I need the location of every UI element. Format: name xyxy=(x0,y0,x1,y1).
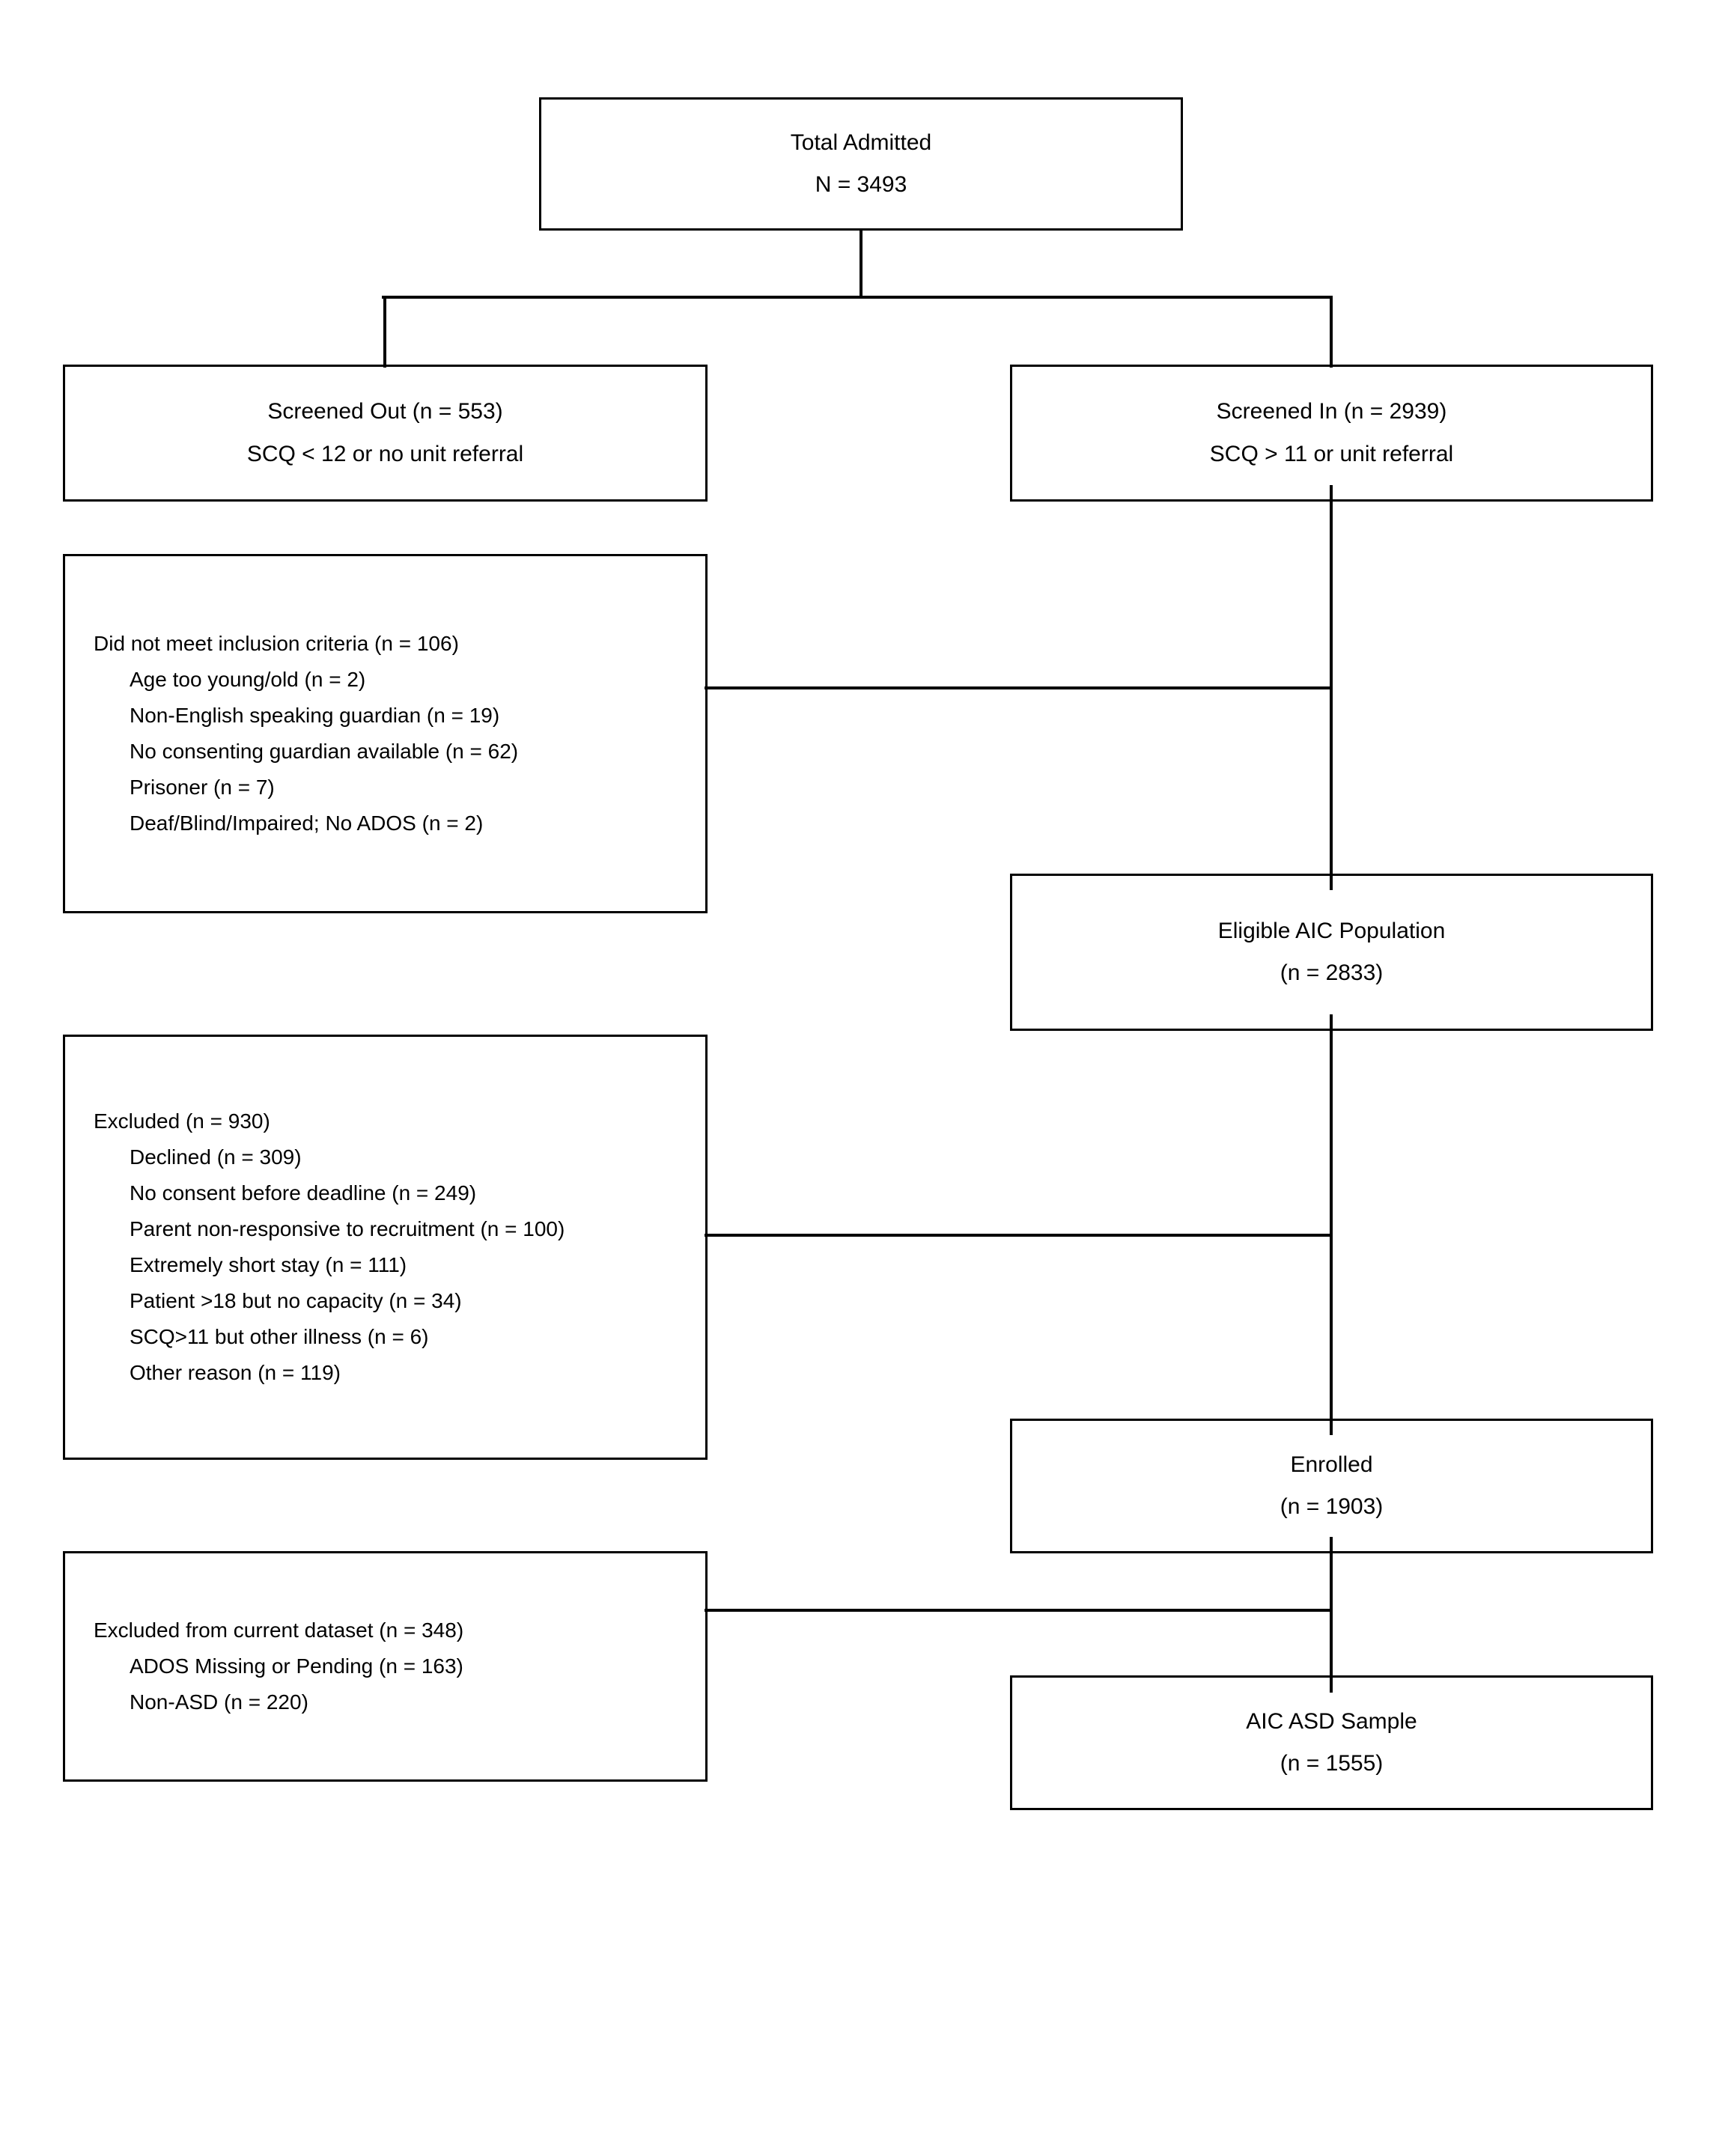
connector-drop-screened-in xyxy=(1330,296,1333,368)
did-not-meet-title: Did not meet inclusion criteria (n = 106… xyxy=(94,632,459,655)
screened-out-criteria: SCQ < 12 or no unit referral xyxy=(246,441,524,466)
connector-eligible-to-enrolled xyxy=(1330,1014,1333,1435)
aic-sample-count: (n = 1555) xyxy=(1280,1751,1384,1776)
did-not-meet-item: Age too young/old (n = 2) xyxy=(130,668,366,691)
excluded-item: Other reason (n = 119) xyxy=(130,1361,341,1384)
excluded-box: Excluded (n = 930) Declined (n = 309) No… xyxy=(63,1035,708,1460)
enrolled-box: Enrolled (n = 1903) xyxy=(1010,1419,1653,1553)
total-admitted-label: Total Admitted xyxy=(790,130,932,155)
excluded-current-item: Non-ASD (n = 220) xyxy=(130,1690,308,1714)
connector-split-horizontal xyxy=(382,296,1333,299)
excluded-current-title: Excluded from current dataset (n = 348) xyxy=(94,1618,464,1642)
aic-asd-sample-box: AIC ASD Sample (n = 1555) xyxy=(1010,1675,1653,1810)
screened-out-label: Screened Out (n = 553) xyxy=(267,399,503,424)
excluded-title: Excluded (n = 930) xyxy=(94,1109,270,1133)
connector-total-to-split xyxy=(860,229,862,299)
eligible-count: (n = 2833) xyxy=(1280,960,1384,985)
screened-in-box: Screened In (n = 2939) SCQ > 11 or unit … xyxy=(1010,365,1653,502)
did-not-meet-item: Non-English speaking guardian (n = 19) xyxy=(130,704,500,727)
excluded-item: SCQ>11 but other illness (n = 6) xyxy=(130,1325,429,1348)
did-not-meet-item: No consenting guardian available (n = 62… xyxy=(130,740,519,763)
eligible-label: Eligible AIC Population xyxy=(1217,918,1446,943)
enrolled-count: (n = 1903) xyxy=(1280,1494,1384,1519)
screened-in-label: Screened In (n = 2939) xyxy=(1216,399,1447,424)
screened-out-box: Screened Out (n = 553) SCQ < 12 or no un… xyxy=(63,365,708,502)
excluded-item: No consent before deadline (n = 249) xyxy=(130,1181,477,1205)
total-admitted-box: Total Admitted N = 3493 xyxy=(539,97,1183,231)
connector-excluded-current-branch xyxy=(705,1609,1333,1612)
excluded-current-dataset-box: Excluded from current dataset (n = 348) … xyxy=(63,1551,708,1782)
connector-excluded-branch xyxy=(705,1234,1333,1237)
aic-sample-label: AIC ASD Sample xyxy=(1246,1708,1417,1734)
excluded-current-item: ADOS Missing or Pending (n = 163) xyxy=(130,1654,463,1678)
did-not-meet-item: Deaf/Blind/Impaired; No ADOS (n = 2) xyxy=(130,811,484,835)
excluded-item: Extremely short stay (n = 111) xyxy=(130,1253,407,1276)
enrolled-label: Enrolled xyxy=(1290,1452,1373,1477)
did-not-meet-item: Prisoner (n = 7) xyxy=(130,776,275,799)
eligible-population-box: Eligible AIC Population (n = 2833) xyxy=(1010,874,1653,1031)
excluded-item: Declined (n = 309) xyxy=(130,1145,302,1169)
connector-enrolled-to-sample xyxy=(1330,1537,1333,1693)
did-not-meet-inclusion-box: Did not meet inclusion criteria (n = 106… xyxy=(63,554,708,913)
screened-in-criteria: SCQ > 11 or unit referral xyxy=(1209,441,1454,466)
connector-drop-screened-out xyxy=(383,296,386,368)
connector-did-not-meet-branch xyxy=(705,686,1333,689)
excluded-item: Patient >18 but no capacity (n = 34) xyxy=(130,1289,462,1312)
excluded-item: Parent non-responsive to recruitment (n … xyxy=(130,1217,565,1240)
total-admitted-count: N = 3493 xyxy=(815,172,907,197)
